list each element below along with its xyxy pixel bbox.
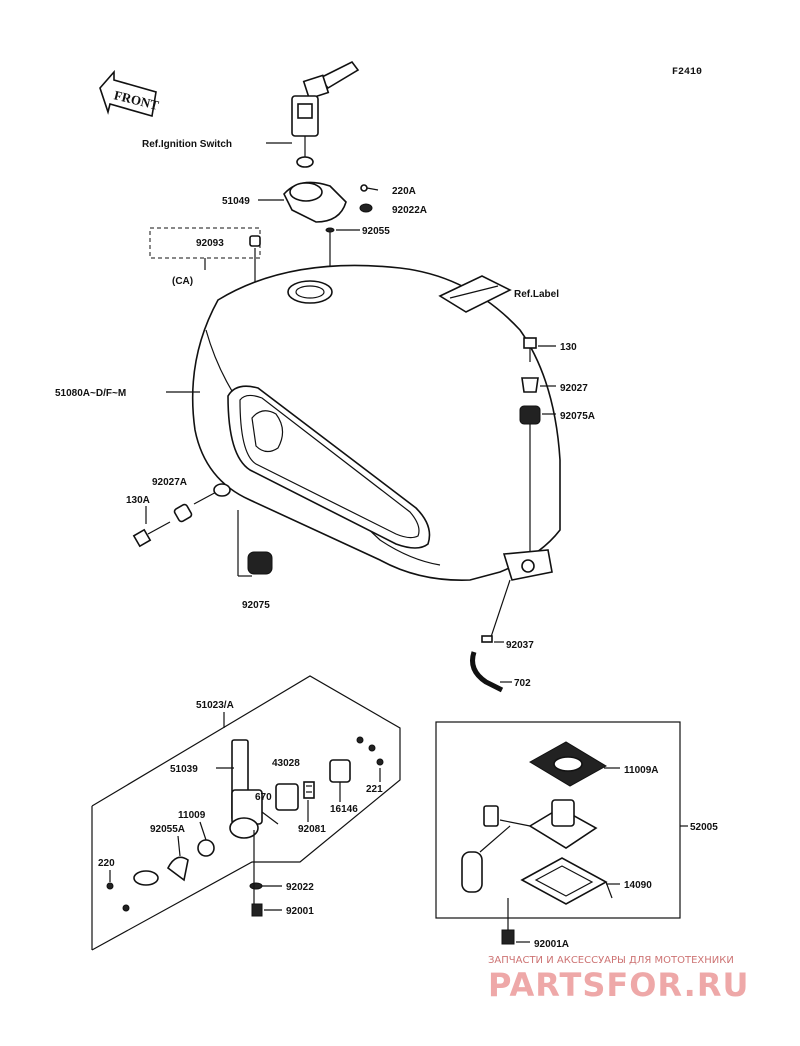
ca-label: (CA) [172,276,193,287]
damper-92075a-icon [519,405,541,425]
part-130a: 130A [126,495,150,506]
part-92001a: 92001A [534,939,569,950]
part-220: 220 [98,858,115,869]
part-221: 221 [366,784,383,795]
fuel-sender-icon [461,799,598,893]
part-11009: 11009 [178,810,206,821]
fuel-cap-icon [283,181,347,223]
part-16146: 16146 [330,804,358,815]
plate-16146-icon [329,759,351,783]
collar-92027-icon [521,377,539,393]
front-arrow-icon [99,69,157,118]
part-92037: 92037 [506,640,534,651]
part-92081: 92081 [298,824,326,835]
part-220a: 220A [392,186,416,197]
washer-92022-icon [249,882,263,890]
part-92075a: 92075A [560,411,595,422]
damper-92075-icon [247,551,273,575]
oring-11009-icon [197,839,215,857]
seal-14090-icon [520,857,613,905]
bolt-92001a-icon [501,929,515,945]
part-92075: 92075 [242,600,270,611]
fuel-cock-icon [229,739,279,839]
part-92027: 92027 [560,383,588,394]
part-702: 702 [514,678,531,689]
part-92027a: 92027A [152,477,187,488]
clamp-92037-icon [481,635,493,643]
part-670: 670 [255,792,272,803]
ignition-key-icon [291,60,360,168]
part-92093: 92093 [196,238,224,249]
ref-label-label: Ref.Label [514,289,559,300]
collar-92027a-icon [173,503,193,523]
part-51049: 51049 [222,196,250,207]
part-11009a: 11009A [624,765,658,776]
screw-220a-icon [360,184,379,192]
fuel-tank-icon [191,264,561,581]
spring-92081-icon [303,781,315,799]
part-130: 130 [560,342,577,353]
gasket-92055a-icon [166,856,189,882]
part-92055: 92055 [362,226,390,237]
part-51023: 51023/A [196,700,234,711]
ref-ignition-switch-label: Ref.Ignition Switch [142,139,232,150]
part-92001: 92001 [286,906,314,917]
plug-92093-icon [249,235,261,247]
screws-221-icon [356,736,384,766]
part-51039: 51039 [170,764,198,775]
part-92022a: 92022A [392,205,427,216]
lever-43028-icon [275,783,299,811]
bolt-130a-icon [132,521,171,548]
bolt-130-icon [523,337,537,362]
watermark-tagline: ЗАПЧАСТИ И АКСЕССУАРЫ ДЛЯ МОТОТЕХНИКИ [488,955,734,966]
washer-92022a-icon [359,203,373,213]
part-43028: 43028 [272,758,300,769]
label-plate-icon [438,275,512,313]
part-51080: 51080A~D/F~M [55,388,126,399]
gasket-92055-icon [325,227,335,233]
figure-code: F2410 [672,67,702,78]
part-92022: 92022 [286,882,314,893]
screw-220-icon [106,882,130,912]
filter-cover-icon [133,870,159,886]
part-92055a: 92055A [150,824,185,835]
watermark-brand: PARTSFOR.RU [488,966,749,1004]
bolt-92001-icon [251,903,263,917]
part-52005: 52005 [690,822,718,833]
part-14090: 14090 [624,880,652,891]
